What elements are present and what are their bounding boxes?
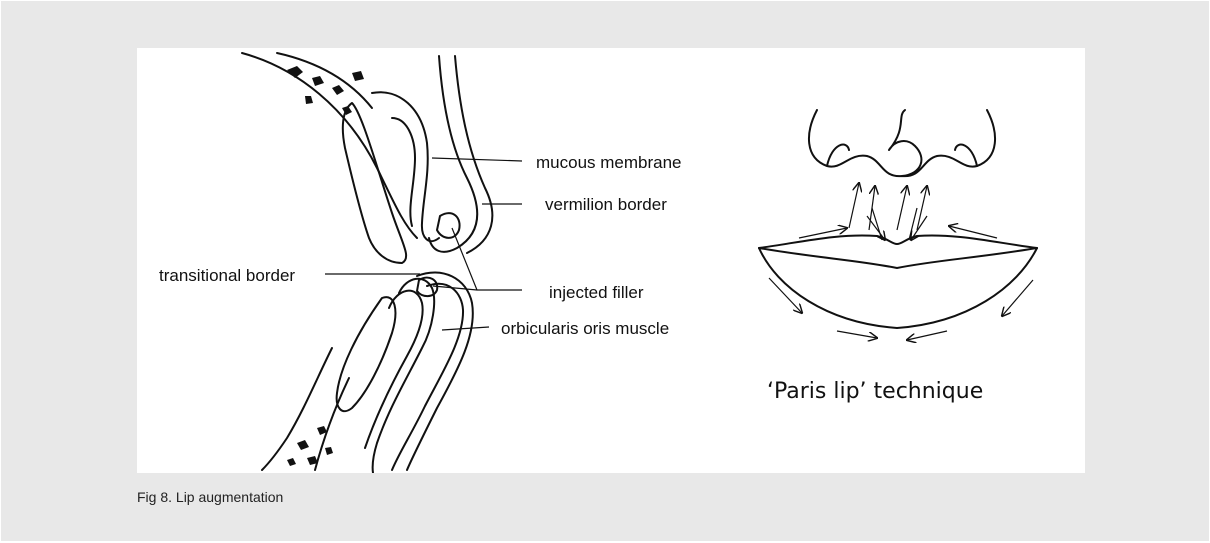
right-nostril xyxy=(955,145,977,166)
upper-lip-mucosa xyxy=(372,92,439,241)
lower-lip-contour xyxy=(759,248,1037,328)
philtrum-column xyxy=(909,208,917,240)
nose-outline xyxy=(809,110,995,176)
upper-lip-outer xyxy=(429,56,477,252)
label-orbicularis-oris-muscle: orbicularis oris muscle xyxy=(501,319,669,338)
upper-lip-inner-wall xyxy=(455,56,492,253)
bone-particle xyxy=(297,440,309,450)
label-vermilion-border: vermilion border xyxy=(545,195,667,214)
label-mucous-membrane: mucous membrane xyxy=(536,153,682,172)
arrow-philtrum xyxy=(849,183,859,228)
bone-particle xyxy=(332,85,344,95)
upper-lip-mucosa-inner xyxy=(392,118,415,226)
lip-augmentation-figure: mucous membrane vermilion border transit… xyxy=(137,48,1085,473)
lower-lip-outer xyxy=(407,272,473,470)
paris-lip-illustration xyxy=(759,110,1037,340)
lip-line xyxy=(759,248,1037,268)
lower-bone-inner xyxy=(315,378,349,470)
arrow-lower-lip xyxy=(907,331,947,340)
lower-bone-outline xyxy=(262,348,332,470)
arrow-lower-lip xyxy=(837,331,877,338)
bone-particle xyxy=(312,76,324,86)
label-injected-filler: injected filler xyxy=(549,283,644,302)
bone-particle xyxy=(287,66,303,78)
bone-particle xyxy=(287,458,296,466)
bone-particle xyxy=(305,96,313,104)
upper-filler-pocket xyxy=(437,213,460,238)
leader-injected-filler-upper xyxy=(452,228,477,290)
arrow-philtrum xyxy=(897,186,907,230)
bone-particle xyxy=(325,447,333,455)
lower-lip-mucosa xyxy=(373,279,434,473)
lip-cross-section xyxy=(242,53,522,473)
leader-mucous-membrane xyxy=(432,158,522,161)
label-transitional-border: transitional border xyxy=(159,266,295,285)
lip-diagram: mucous membrane vermilion border transit… xyxy=(137,48,1085,473)
figure-caption: Fig 8. Lip augmentation xyxy=(137,489,283,505)
lower-lip-mucosa-inner xyxy=(365,291,423,448)
bone-particle xyxy=(352,71,364,81)
leader-orbicularis-oris xyxy=(442,327,489,330)
technique-title: ‘Paris lip’ technique xyxy=(767,379,983,404)
